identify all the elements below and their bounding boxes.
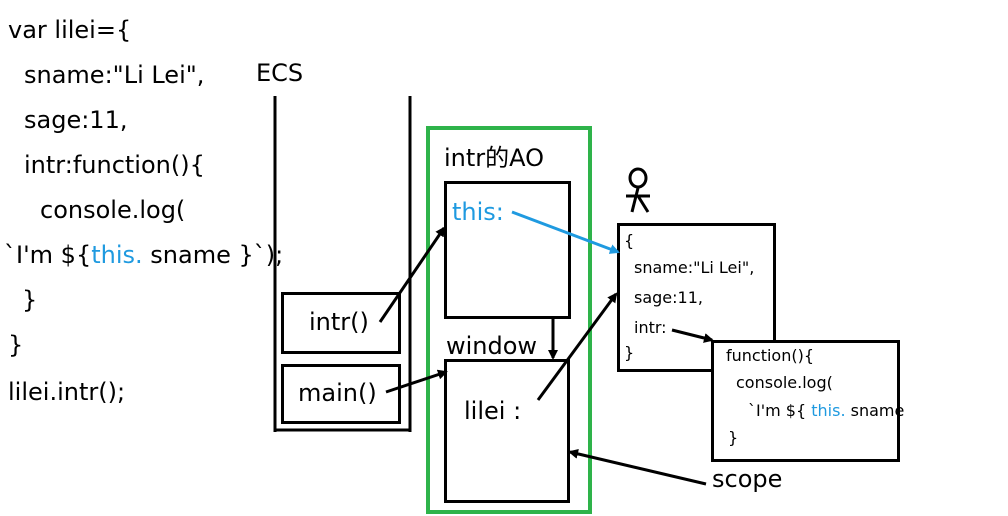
- code-template-close: sname }`);: [150, 241, 284, 269]
- object-sname: sname:"Li Lei",: [634, 258, 755, 277]
- function-box: function(){ console.log( `I'm ${ this. s…: [711, 340, 904, 462]
- code-template-open: `I'm ${: [4, 241, 92, 269]
- code-this-keyword: this.: [91, 241, 143, 269]
- function-line-3: `I'm ${ this. sname: [748, 402, 904, 420]
- function-template-close: sname: [850, 401, 905, 420]
- function-line-2: console.log(: [736, 373, 833, 392]
- object-box: { sname:"Li Lei", sage:11, intr: }: [617, 223, 776, 372]
- object-open-brace: {: [624, 231, 635, 250]
- ecs-stack-outline: [273, 96, 412, 432]
- code-line-3: sage:11,: [24, 106, 128, 134]
- function-this-keyword: this.: [811, 401, 846, 420]
- ao-box: [444, 181, 571, 319]
- object-intr: intr:: [634, 318, 667, 337]
- arrow-this-to-object: [511, 210, 620, 254]
- scope-chain-box: [426, 126, 592, 514]
- function-line-4: }: [728, 428, 739, 447]
- function-line-1: function(){: [726, 346, 815, 365]
- function-template-open: `I'm ${: [748, 401, 807, 420]
- arrow-intr-to-ao: [378, 226, 446, 323]
- arrow-intr-to-function: [671, 328, 714, 343]
- ecs-frame-main: main(): [281, 364, 401, 424]
- arrow-scope-to-window: [568, 448, 707, 486]
- code-line-2: sname:"Li Lei",: [24, 61, 205, 89]
- ecs-frame-intr: intr(): [281, 292, 401, 354]
- code-line-8: }: [8, 331, 24, 359]
- arrow-main-to-window: [385, 369, 448, 394]
- ao-label: intr的AO: [444, 144, 545, 172]
- code-line-4: intr:function(){: [24, 151, 205, 179]
- ecs-label: ECS: [256, 59, 304, 87]
- object-sage: sage:11,: [634, 288, 703, 307]
- window-label: window: [446, 332, 538, 360]
- code-line-5: console.log(: [40, 196, 186, 224]
- ao-this-field: this:: [452, 198, 504, 226]
- ecs-frame-main-label: main(): [298, 379, 377, 407]
- object-close-brace: }: [624, 343, 635, 362]
- person-icon: [626, 167, 650, 213]
- ecs-frame-intr-label: intr(): [309, 308, 369, 336]
- window-lilei-field: lilei :: [464, 397, 522, 425]
- code-line-7: }: [22, 286, 38, 314]
- code-line-1: var lilei={: [8, 16, 132, 44]
- code-line-9: lilei.intr();: [8, 378, 126, 406]
- arrow-lilei-to-object: [536, 292, 618, 401]
- code-line-6: `I'm ${this. sname }`);: [4, 243, 283, 267]
- scope-label: scope: [712, 465, 783, 493]
- window-box: [444, 359, 570, 503]
